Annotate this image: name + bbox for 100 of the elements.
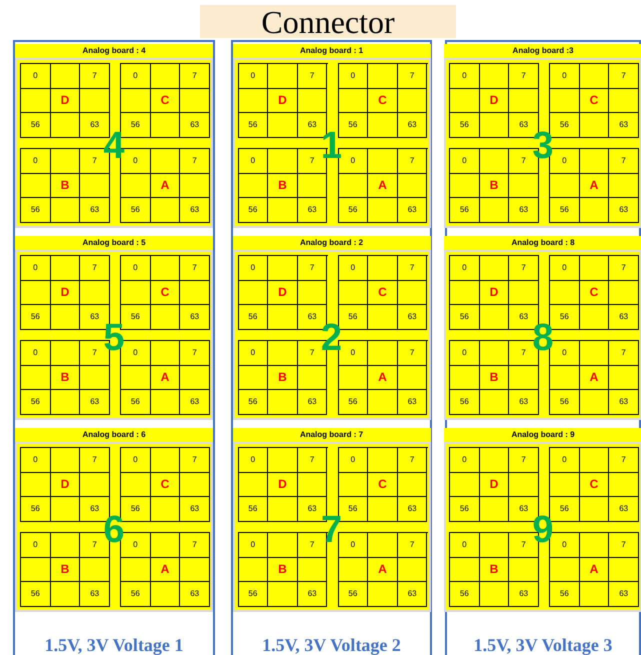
voltage-label: 1.5V, 3V Voltage 1 bbox=[44, 634, 184, 655]
grid-cell: 7 bbox=[180, 533, 210, 558]
grid-cell: 0 bbox=[21, 448, 51, 473]
grid-cell: 63 bbox=[180, 390, 210, 415]
board-title: Analog board : 6 bbox=[82, 431, 146, 439]
grid-cell: 7 bbox=[298, 448, 328, 473]
grid-cell: 7 bbox=[509, 64, 539, 89]
grid-cell: 7 bbox=[609, 64, 639, 89]
grid-cell: C bbox=[580, 472, 610, 498]
title-banner: Connector bbox=[200, 5, 456, 38]
grid-cell: 0 bbox=[238, 448, 268, 473]
grid-cell: 56 bbox=[21, 497, 51, 522]
grid-cell: D bbox=[268, 472, 298, 498]
grid-cell: C bbox=[368, 472, 398, 498]
grid-cell: 56 bbox=[21, 582, 51, 607]
grid-cell: A bbox=[150, 174, 180, 198]
grid-cell: 63 bbox=[609, 582, 639, 607]
grid-cell: 63 bbox=[180, 497, 210, 522]
voltage-label: 1.5V, 3V Voltage 3 bbox=[474, 634, 612, 655]
grid-cell: 63 bbox=[398, 113, 428, 138]
grid-cell: 56 bbox=[21, 390, 51, 415]
grid-cell: 0 bbox=[450, 149, 480, 174]
grid-cell: A bbox=[368, 174, 398, 198]
grid-cell: D bbox=[268, 280, 298, 306]
grid-cell: B bbox=[268, 558, 298, 582]
grid-cell: D bbox=[480, 88, 510, 114]
grid-cell: A bbox=[368, 366, 398, 390]
grid-cell: C bbox=[580, 280, 610, 306]
grid-cell: 0 bbox=[550, 256, 580, 281]
grid-cell: 56 bbox=[450, 390, 480, 415]
analog-board bbox=[232, 428, 430, 612]
grid-cell: 0 bbox=[450, 256, 480, 281]
grid-cell: A bbox=[580, 366, 610, 390]
grid-cell: 0 bbox=[21, 533, 51, 558]
grid-cell: 56 bbox=[238, 305, 268, 330]
grid-cell: 0 bbox=[338, 448, 368, 473]
grid-cell: 63 bbox=[180, 582, 210, 607]
grid-cell: 56 bbox=[450, 497, 480, 522]
board-title: Analog board : 1 bbox=[300, 47, 364, 55]
grid-cell: 0 bbox=[121, 256, 151, 281]
grid-cell: 0 bbox=[338, 533, 368, 558]
grid-cell: D bbox=[50, 472, 80, 498]
grid-cell: 7 bbox=[80, 448, 110, 473]
grid-cell: 63 bbox=[609, 198, 639, 223]
analog-board bbox=[15, 236, 213, 420]
grid-cell: 0 bbox=[450, 341, 480, 366]
grid-cell: 56 bbox=[238, 582, 268, 607]
grid-cell: 63 bbox=[509, 390, 539, 415]
grid-cell: 56 bbox=[238, 113, 268, 138]
grid-cell: B bbox=[480, 558, 510, 582]
grid-cell: 63 bbox=[509, 198, 539, 223]
grid-cell: 56 bbox=[338, 582, 368, 607]
analog-board bbox=[232, 236, 430, 420]
grid-cell: 7 bbox=[80, 64, 110, 89]
grid-cell: C bbox=[368, 88, 398, 114]
grid-cell: C bbox=[150, 88, 180, 114]
grid-cell: 0 bbox=[121, 64, 151, 89]
grid-cell: 7 bbox=[180, 149, 210, 174]
board-title: Analog board : 5 bbox=[82, 239, 146, 247]
grid-cell: C bbox=[150, 280, 180, 306]
grid-cell: C bbox=[580, 88, 610, 114]
board-title: Analog board : 4 bbox=[82, 47, 146, 55]
grid-cell: 56 bbox=[238, 198, 268, 223]
grid-cell: 7 bbox=[180, 448, 210, 473]
grid-cell: 56 bbox=[550, 113, 580, 138]
grid-cell: 56 bbox=[338, 198, 368, 223]
grid-cell: 7 bbox=[398, 448, 428, 473]
grid-cell: 63 bbox=[180, 198, 210, 223]
grid-cell: 56 bbox=[238, 497, 268, 522]
grid-cell: B bbox=[480, 366, 510, 390]
grid-cell: D bbox=[480, 280, 510, 306]
grid-cell: 0 bbox=[338, 64, 368, 89]
grid-cell: 0 bbox=[450, 533, 480, 558]
grid-cell: D bbox=[50, 280, 80, 306]
grid-cell: 56 bbox=[450, 113, 480, 138]
analog-board bbox=[444, 428, 641, 612]
grid-cell: 0 bbox=[121, 448, 151, 473]
grid-cell: 63 bbox=[609, 390, 639, 415]
grid-cell: 63 bbox=[398, 198, 428, 223]
analog-board bbox=[444, 44, 641, 228]
grid-cell: 63 bbox=[509, 582, 539, 607]
grid-cell: A bbox=[368, 558, 398, 582]
grid-cell: 0 bbox=[21, 256, 51, 281]
analog-board bbox=[15, 44, 213, 228]
grid-cell: 7 bbox=[398, 533, 428, 558]
grid-cell: B bbox=[50, 558, 80, 582]
board-title: Analog board : 2 bbox=[300, 239, 364, 247]
grid-cell: 7 bbox=[180, 341, 210, 366]
grid-cell: 0 bbox=[238, 149, 268, 174]
analog-board bbox=[15, 428, 213, 612]
grid-cell: 0 bbox=[21, 149, 51, 174]
grid-cell: 56 bbox=[21, 305, 51, 330]
board-title: Analog board : 9 bbox=[511, 431, 575, 439]
grid-cell: 0 bbox=[550, 64, 580, 89]
grid-cell: 63 bbox=[298, 198, 328, 223]
grid-cell: 56 bbox=[550, 582, 580, 607]
grid-cell: 56 bbox=[121, 198, 151, 223]
grid-cell: 63 bbox=[398, 390, 428, 415]
grid-cell: B bbox=[268, 174, 298, 198]
grid-cell: 63 bbox=[80, 113, 110, 138]
